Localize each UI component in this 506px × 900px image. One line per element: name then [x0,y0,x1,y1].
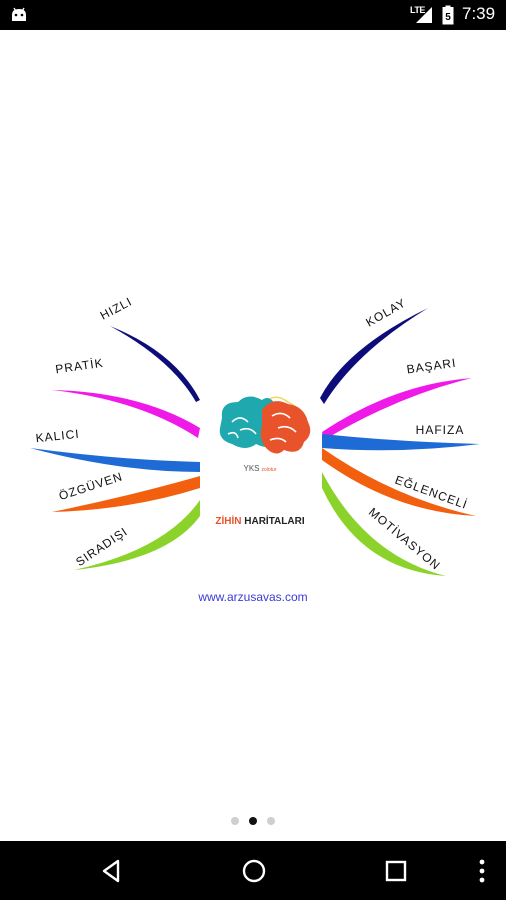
brain-logo-icon [219,396,311,454]
page-dot-1[interactable] [231,816,239,825]
battery-icon: 5 [442,5,454,25]
page-dot-2[interactable] [249,816,257,825]
left-branch-label-1: HIZLI [98,294,135,322]
page-indicator [0,812,506,825]
left-branch-4 [52,476,200,512]
clock: 7:39 [462,4,496,23]
center-title: ZİHİN HARİTALARI [200,516,320,527]
yks-brand: YKS [243,464,260,473]
left-branch-label-3: KALICI [35,427,80,446]
center-title-accent: ZİHİN [215,516,242,527]
right-branch-label-3: HAFIZA [416,423,465,437]
left-branch-1 [110,326,200,402]
website-link[interactable]: www.arzusavas.com [198,590,308,604]
signal-icon [416,7,432,23]
status-bar: LTE 5 7:39 [0,0,506,30]
left-branch-label-5: SIRADIŞI [73,524,130,569]
back-icon[interactable] [98,857,126,885]
network-type: LTE [410,5,425,15]
android-icon [12,7,26,21]
right-branch-3 [322,434,480,451]
left-branch-label-4: ÖZGÜVEN [57,469,124,503]
more-icon[interactable] [468,857,496,885]
yks-brand-sub: zolotur [261,467,277,473]
left-branch-2 [52,390,200,438]
recents-icon[interactable] [382,857,410,885]
battery-level: 5 [445,12,451,23]
mind-map-image: HIZLIPRATİKKALICIÖZGÜVENSIRADIŞIKOLAYBAŞ… [30,294,480,576]
navigation-bar [0,841,506,900]
center-title-rest: HARİTALARI [244,516,305,527]
home-icon[interactable] [240,857,268,885]
left-branch-label-2: PRATİK [54,356,104,377]
right-branch-5 [322,472,446,576]
page-dot-3[interactable] [267,816,275,825]
right-branch-label-2: BAŞARI [406,356,457,377]
left-branch-5 [74,500,200,570]
left-branch-3 [30,448,200,472]
branches [30,308,480,576]
